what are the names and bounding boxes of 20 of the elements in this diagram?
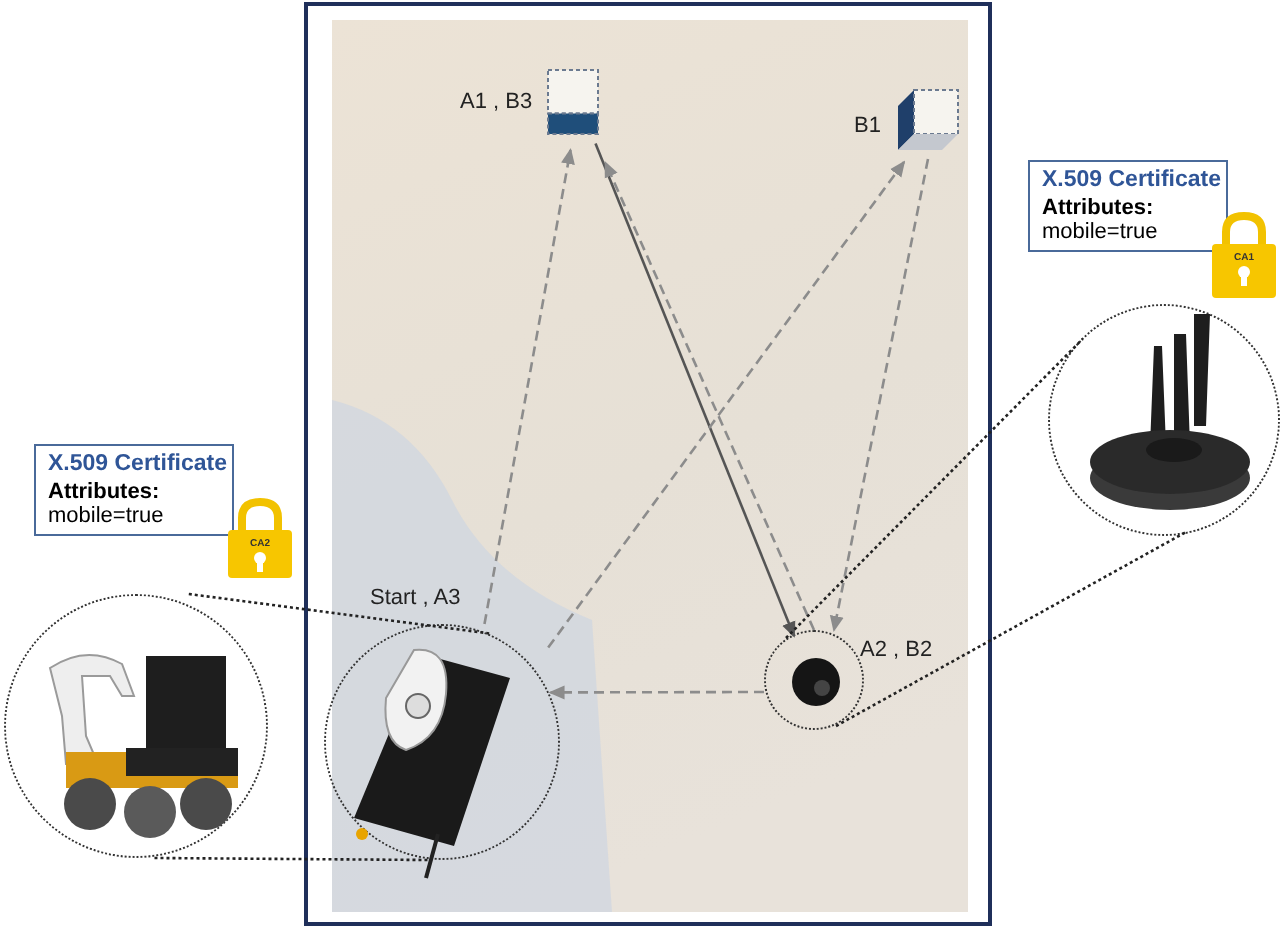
certificate-card (34, 444, 234, 536)
attribute-value: mobile=true (48, 504, 166, 528)
zoom-line (188, 592, 490, 635)
zoom-line (835, 530, 1188, 728)
path-arrow (548, 685, 764, 700)
position-label: A1 , B3 (460, 90, 533, 114)
attribute-heading: Attributes: (48, 480, 162, 504)
path-arrow (547, 160, 906, 649)
attribute-heading: Attributes: (1042, 196, 1156, 220)
zoom-line (785, 337, 1084, 639)
attribute-value: mobile=true (1042, 220, 1160, 244)
path-arrow (483, 148, 575, 625)
path-arrow (594, 143, 796, 638)
zoom-line (154, 856, 431, 862)
position-label: B1 (854, 114, 881, 138)
path-arrow (829, 158, 930, 632)
position-label: A2 , B2 (860, 638, 933, 662)
path-arrow (604, 160, 816, 631)
certificate-card (1028, 160, 1228, 252)
position-label: Start , A3 (370, 586, 461, 610)
